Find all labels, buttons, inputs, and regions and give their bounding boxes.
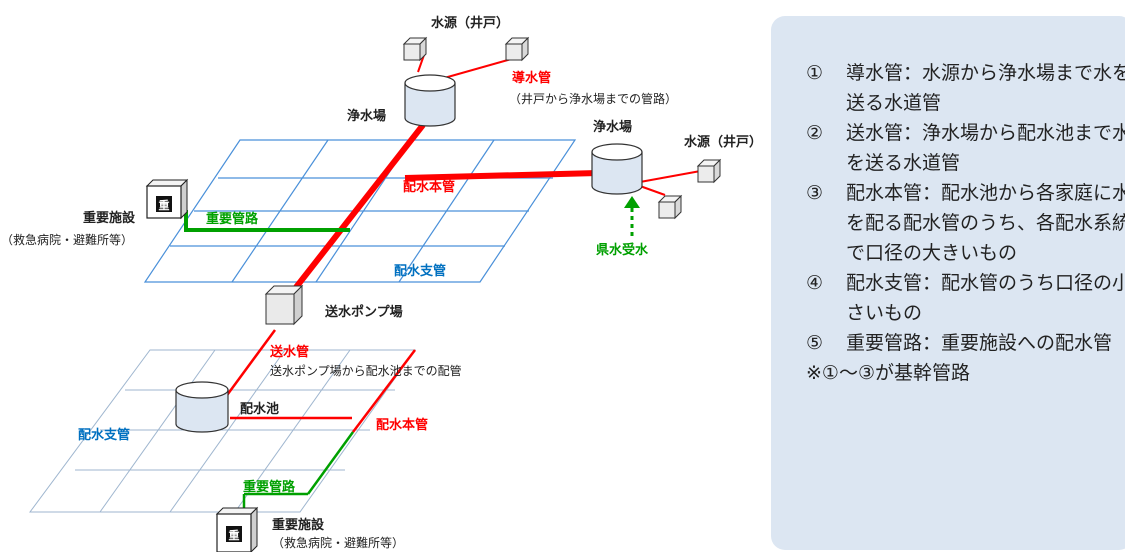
important-pipe-lower-d xyxy=(306,431,355,495)
facility-glyph: 重 xyxy=(159,198,170,212)
legend-text: 送水管：浄水場から配水池まで水を送る水道管 xyxy=(846,122,1125,174)
important-pipe-top xyxy=(184,210,350,232)
legend-text: 重要管路：重要施設への配水管 xyxy=(846,332,1113,354)
legend-number: ⑤ xyxy=(806,332,824,354)
intake-pipe-label: 導水管 xyxy=(512,70,551,86)
purification-plant-icon xyxy=(591,143,643,195)
legend-item: ④ 配水支管：配水管のうち口径の小さいもの xyxy=(806,268,1125,328)
upper-pipes xyxy=(184,54,707,297)
distribution-main-bottom-label: 配水本管 xyxy=(376,417,428,433)
legend-list: ① 導水管：水源から浄水場まで水を送る水道管 ② 送水管：浄水場から配水池まで水… xyxy=(806,58,1125,388)
distribution-main-diagonal xyxy=(287,123,426,297)
distribution-main-lower-d xyxy=(352,349,416,433)
facility-glyph: 重 xyxy=(229,528,240,542)
pump-station-icon xyxy=(264,284,304,326)
distribution-branch-top-label: 配水支管 xyxy=(394,263,446,279)
legend-number: ④ xyxy=(806,272,824,294)
transmission-pipe xyxy=(220,329,277,403)
legend-text: 配水本管：配水池から各家庭に水を配る配水管のうち、各配水系統で口径の大きいもの xyxy=(846,182,1125,264)
important-pipe-top-label: 重要管路 xyxy=(206,211,259,227)
well-icon xyxy=(697,159,721,183)
upper-grid xyxy=(143,139,577,283)
legend-text: 配水支管：配水管のうち口径の小さいもの xyxy=(846,272,1125,324)
legend-item: ② 送水管：浄水場から配水池まで水を送る水道管 xyxy=(806,118,1125,178)
distribution-main-top-label: 配水本管 xyxy=(403,179,455,195)
prefectural-water-label: 県水受水 xyxy=(596,242,649,258)
important-pipe-bottom-label: 重要管路 xyxy=(243,479,296,495)
well-icon xyxy=(658,195,682,219)
reservoir-icon xyxy=(175,381,229,433)
legend-number: ① xyxy=(806,62,824,84)
legend-text: 導水管：水源から浄水場まで水を送る水道管 xyxy=(846,62,1125,114)
important-facility-bottom-label: 重要施設 xyxy=(272,517,325,533)
intake-pipe-desc: （井戸から浄水場までの管路） xyxy=(509,91,677,106)
lower-grid xyxy=(29,349,416,513)
important-facility-bottom-sub: （救急病院・避難所等） xyxy=(272,535,404,550)
distribution-branch-bottom-label: 配水支管 xyxy=(78,427,130,443)
important-facility-icon: 重 xyxy=(215,506,259,552)
important-facility-top-label: 重要施設 xyxy=(83,210,136,226)
purification-plant-right-label: 浄水場 xyxy=(593,119,632,135)
transmission-pipe-label: 送水管 xyxy=(269,344,309,360)
important-facility-top-sub: （救急病院・避難所等） xyxy=(1,232,133,247)
legend-item: ③ 配水本管：配水池から各家庭に水を配る配水管のうち、各配水系統で口径の大きいも… xyxy=(806,178,1125,268)
purification-plant-top-label: 浄水場 xyxy=(347,108,386,124)
reservoir-label: 配水池 xyxy=(240,401,279,417)
well-icon xyxy=(403,37,427,61)
pump-station-label: 送水ポンプ場 xyxy=(324,304,403,320)
water-source-right-label: 水源（井戸） xyxy=(684,134,762,150)
important-facility-icon: 重 xyxy=(145,178,189,220)
legend-item: ⑤ 重要管路：重要施設への配水管 xyxy=(806,328,1125,358)
legend-number: ② xyxy=(806,122,824,144)
purification-plant-icon xyxy=(404,74,456,127)
legend-panel xyxy=(771,16,1125,550)
lower-pipes xyxy=(220,329,416,512)
legend-number: ③ xyxy=(806,182,824,204)
water-source-top-label: 水源（井戸） xyxy=(431,15,509,31)
legend-item: ① 導水管：水源から浄水場まで水を送る水道管 xyxy=(806,58,1125,118)
well-icon xyxy=(505,37,529,61)
legend-note: ※①～③が基幹管路 xyxy=(806,362,970,384)
transmission-pipe-desc: 送水ポンプ場から配水池までの配管 xyxy=(270,363,462,378)
distribution-main-horizontal xyxy=(404,170,599,181)
